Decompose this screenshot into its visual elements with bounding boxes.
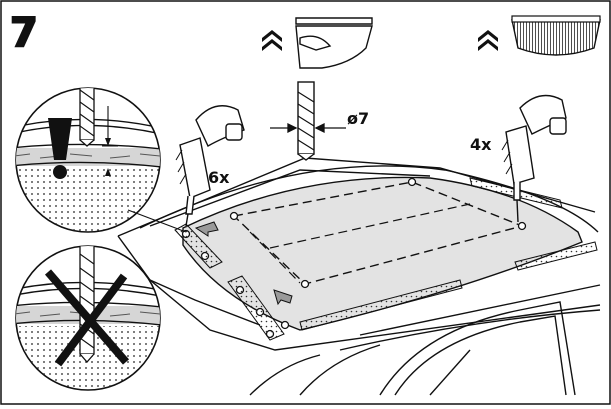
step-number: 7: [10, 10, 38, 56]
leader-line: [127, 209, 187, 233]
drill-diameter: ø7: [347, 109, 369, 128]
direction-arrows: [194, 221, 293, 306]
arrow-left-upper-icon: [194, 221, 219, 237]
template-sheet-icon: [295, 17, 373, 69]
right-drill-count: 4x: [470, 135, 492, 154]
arrow-left-lower-icon: [273, 289, 293, 306]
drill-left-icon: [175, 105, 245, 227]
drill-right-icon: [501, 94, 567, 223]
left-drill-count: 6x: [208, 168, 230, 187]
cross-x-icon: [44, 269, 130, 367]
diameter-marker: [270, 122, 346, 134]
detail-correct: [15, 87, 161, 233]
detail-wrong: [15, 245, 161, 391]
drill-bit-icon: [297, 81, 315, 161]
bristle-seal-icon: [511, 15, 601, 56]
panel-up-arrow: [262, 30, 282, 51]
bristle-up-arrow: [478, 30, 498, 51]
exclamation-icon: [48, 118, 72, 179]
